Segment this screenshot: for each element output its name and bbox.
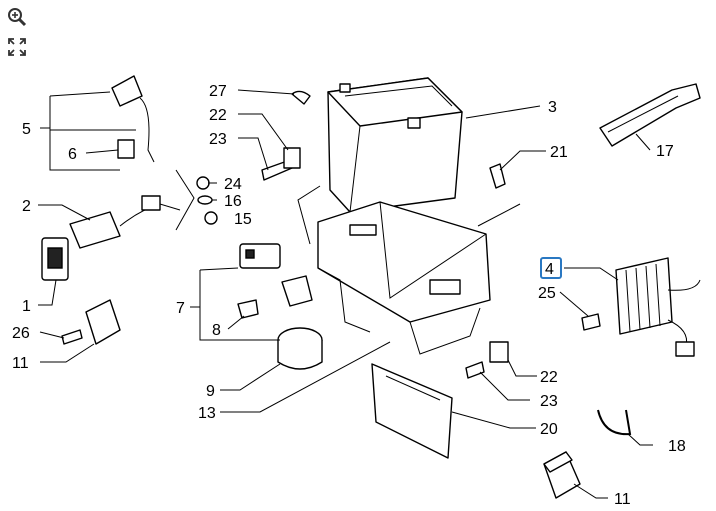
- callout-20[interactable]: 20: [540, 421, 558, 438]
- nut-24: [196, 176, 210, 190]
- callout-4[interactable]: 4: [545, 261, 554, 278]
- screw-23-bottom: [465, 361, 485, 379]
- fuse-box-part: [69, 195, 181, 249]
- callout-16[interactable]: 16: [224, 193, 242, 210]
- callout-5[interactable]: 5: [22, 121, 31, 138]
- callout-15[interactable]: 15: [234, 211, 252, 228]
- fit-screen-icon: [8, 38, 26, 56]
- screw-25: [581, 313, 601, 331]
- callout-23-bottom[interactable]: 23: [540, 393, 558, 410]
- relay-left-part: [85, 299, 121, 345]
- regulator-part: [615, 257, 701, 357]
- callout-18[interactable]: 18: [668, 438, 686, 455]
- clip-part: [237, 299, 259, 319]
- relay-part: [41, 237, 69, 281]
- callout-23[interactable]: 23: [209, 131, 227, 148]
- battery-tray-part: [317, 201, 491, 355]
- callout-21[interactable]: 21: [550, 144, 568, 161]
- callout-3[interactable]: 3: [548, 99, 557, 116]
- cable-clamp-part: [111, 75, 155, 163]
- callout-4-highlight: [540, 257, 562, 279]
- callout-7[interactable]: 7: [176, 300, 185, 317]
- battery-part: [327, 77, 463, 213]
- zoom-in-icon: [8, 8, 27, 27]
- callout-9[interactable]: 9: [206, 383, 215, 400]
- callout-22-bottom[interactable]: 22: [540, 369, 558, 386]
- callout-11-left[interactable]: 11: [12, 355, 29, 372]
- zoom-in-button[interactable]: [4, 4, 30, 30]
- callout-25[interactable]: 25: [538, 285, 556, 302]
- nut-15: [204, 211, 218, 225]
- cable-clip-27: [291, 90, 311, 105]
- connector-part: [239, 243, 313, 307]
- bracket-22-bottom: [489, 341, 509, 363]
- screw-21: [489, 163, 506, 189]
- callout-13[interactable]: 13: [198, 405, 216, 422]
- callout-22[interactable]: 22: [209, 107, 227, 124]
- callout-17[interactable]: 17: [656, 143, 674, 160]
- relay-right-part: [543, 451, 581, 499]
- washer-16: [197, 195, 213, 205]
- callout-8[interactable]: 8: [212, 322, 221, 339]
- fit-screen-button[interactable]: [4, 34, 30, 60]
- leader-lines: [38, 89, 653, 499]
- callout-labels: 27 22 23 24 16 15 3 21 5 6 2 1 26 11 7 8…: [12, 83, 686, 508]
- cover-plate-part: [371, 363, 453, 459]
- callout-1[interactable]: 1: [22, 298, 31, 315]
- callout-27[interactable]: 27: [209, 83, 227, 100]
- callout-24[interactable]: 24: [224, 176, 242, 193]
- callout-26[interactable]: 26: [12, 325, 30, 342]
- callout-2[interactable]: 2: [22, 198, 31, 215]
- strap-part: [599, 83, 701, 147]
- wire-harness-part: [597, 409, 632, 436]
- holder-part: [277, 327, 323, 370]
- bracket-22-top: [283, 147, 301, 169]
- screw-26: [61, 329, 83, 345]
- callout-6[interactable]: 6: [68, 146, 77, 163]
- callout-11-right[interactable]: 11: [614, 491, 631, 508]
